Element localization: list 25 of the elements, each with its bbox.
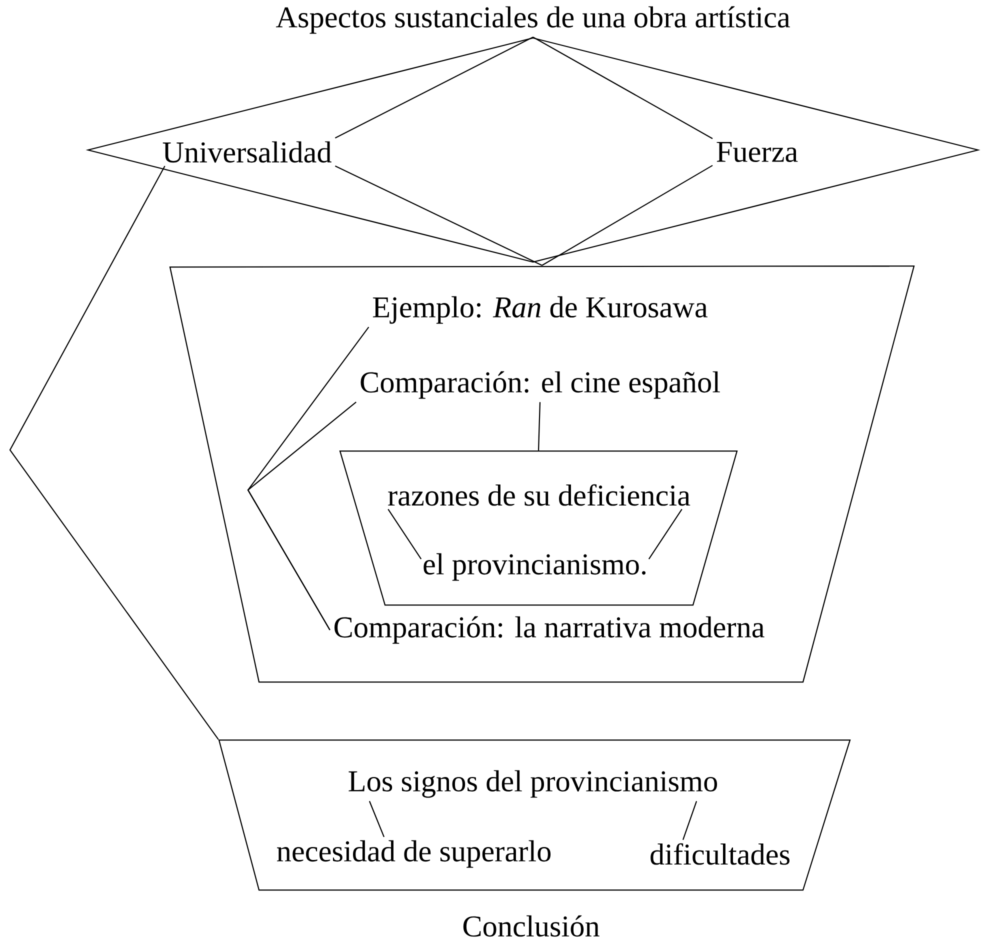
trapezoid-frame	[339, 450, 738, 606]
connector-line	[648, 508, 682, 560]
node-text: necesidad de superarlo	[277, 840, 551, 868]
node-text: Los signos del provincianismo	[348, 770, 718, 798]
connector-line	[334, 36, 534, 138]
connector-line	[388, 508, 422, 560]
connector-line	[532, 36, 713, 140]
node-text: Fuerza	[716, 142, 798, 162]
node-text: Ejemplo: Ran de Kurosawa	[372, 296, 708, 324]
connector-line	[334, 166, 542, 266]
connector-line	[9, 166, 219, 740]
node-text: el provincianismo.	[424, 553, 646, 581]
node-text: Universalidad	[162, 141, 332, 163]
heading: Conclusión	[463, 915, 600, 937]
node-text: dificultades	[650, 843, 790, 865]
node-text: razones de su deficiencia	[388, 484, 690, 506]
connector-line	[542, 164, 713, 266]
node-text: Comparación: el cine español	[360, 371, 720, 399]
node-text: Aspectos sustanciales de una obra artística	[276, 6, 790, 34]
connector-line	[247, 402, 356, 630]
trapezoid-frame	[169, 265, 915, 683]
node-text: Comparación: la narrativa moderna	[334, 616, 764, 644]
connector-line	[538, 402, 541, 450]
connector-line	[682, 800, 698, 840]
connector-line	[368, 800, 385, 838]
